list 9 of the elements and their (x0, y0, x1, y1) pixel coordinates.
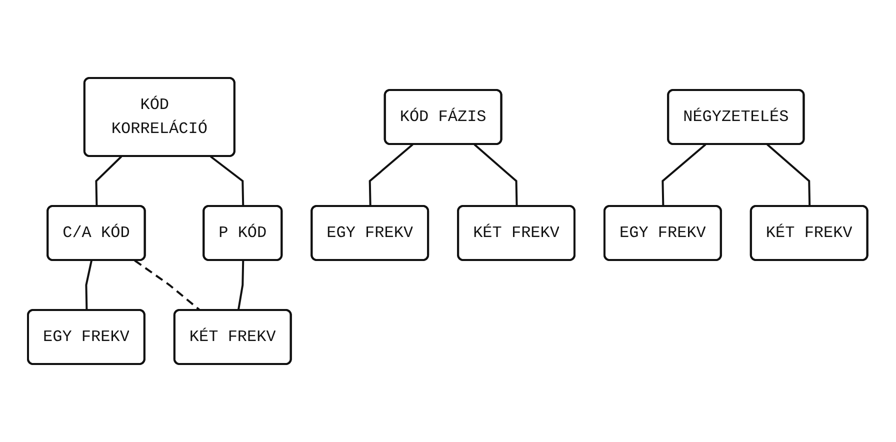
connector (369, 144, 414, 207)
connector (134, 260, 202, 312)
connector (86, 260, 93, 311)
connector (96, 156, 122, 207)
connector (210, 156, 244, 207)
connector (766, 144, 811, 207)
connector (662, 144, 706, 207)
connector (238, 260, 244, 311)
connector (474, 144, 518, 207)
